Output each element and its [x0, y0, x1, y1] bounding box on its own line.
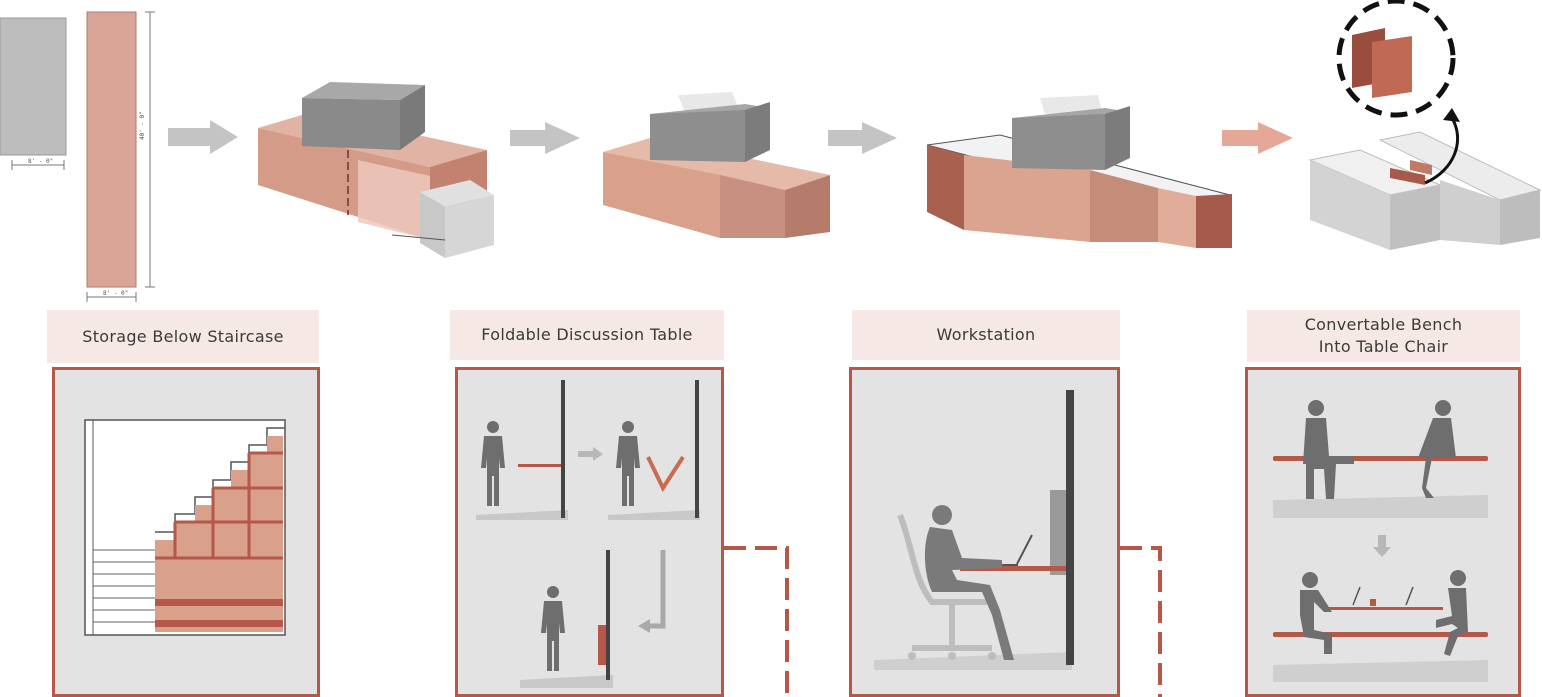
- stage-2-containers: [603, 92, 830, 238]
- person-silhouette-icon: [481, 421, 505, 506]
- panel-foldable-table: [455, 367, 724, 697]
- arrow-down-icon: [648, 550, 666, 629]
- office-chair-icon: [897, 513, 992, 651]
- person-silhouette-icon: [541, 586, 565, 671]
- plan-long-container: [86, 11, 155, 302]
- person-silhouette-icon: [1436, 570, 1468, 656]
- arrow-right-icon: [510, 122, 580, 154]
- panel-workstation: [849, 367, 1120, 697]
- panel-storage-staircase: [52, 367, 320, 697]
- storage-cabinet: [155, 436, 283, 632]
- dim-length-long: 40' - 0": [139, 111, 146, 140]
- panel-3-label: Workstation: [852, 310, 1120, 360]
- cup-icon: [1370, 599, 1376, 606]
- person-silhouette-icon: [616, 421, 640, 506]
- container-sequence-diagram: [0, 0, 1542, 302]
- panel-2-label: Foldable Discussion Table: [450, 310, 724, 360]
- panel-convertable-bench: [1245, 367, 1521, 697]
- arrow-right-icon: [828, 122, 897, 154]
- person-silhouette-icon: [1300, 572, 1332, 654]
- person-silhouette-icon: [1418, 400, 1456, 498]
- laptop-icon: [1002, 534, 1033, 566]
- arrow-right-icon: [578, 447, 603, 461]
- dim-width-small: 8' - 0": [28, 158, 54, 165]
- arrow-down-icon: [1373, 535, 1391, 557]
- panel-1-label: Storage Below Staircase: [47, 310, 319, 363]
- panel-4-label: Convertable Bench Into Table Chair: [1247, 310, 1520, 362]
- stage-4-containers: [1308, 0, 1542, 250]
- person-silhouette-icon: [1303, 400, 1354, 499]
- stage-3-containers: [926, 95, 1232, 248]
- arrow-right-icon: [1222, 122, 1293, 154]
- person-silhouette-icon: [924, 505, 1014, 660]
- plan-small-container: [0, 17, 67, 170]
- dim-width-long: 8' - 0": [103, 290, 129, 297]
- staircase-outline: [155, 427, 285, 533]
- stage-1-containers: [258, 82, 494, 258]
- detail-circle: [1336, 0, 1456, 118]
- arrow-right-icon: [168, 120, 238, 154]
